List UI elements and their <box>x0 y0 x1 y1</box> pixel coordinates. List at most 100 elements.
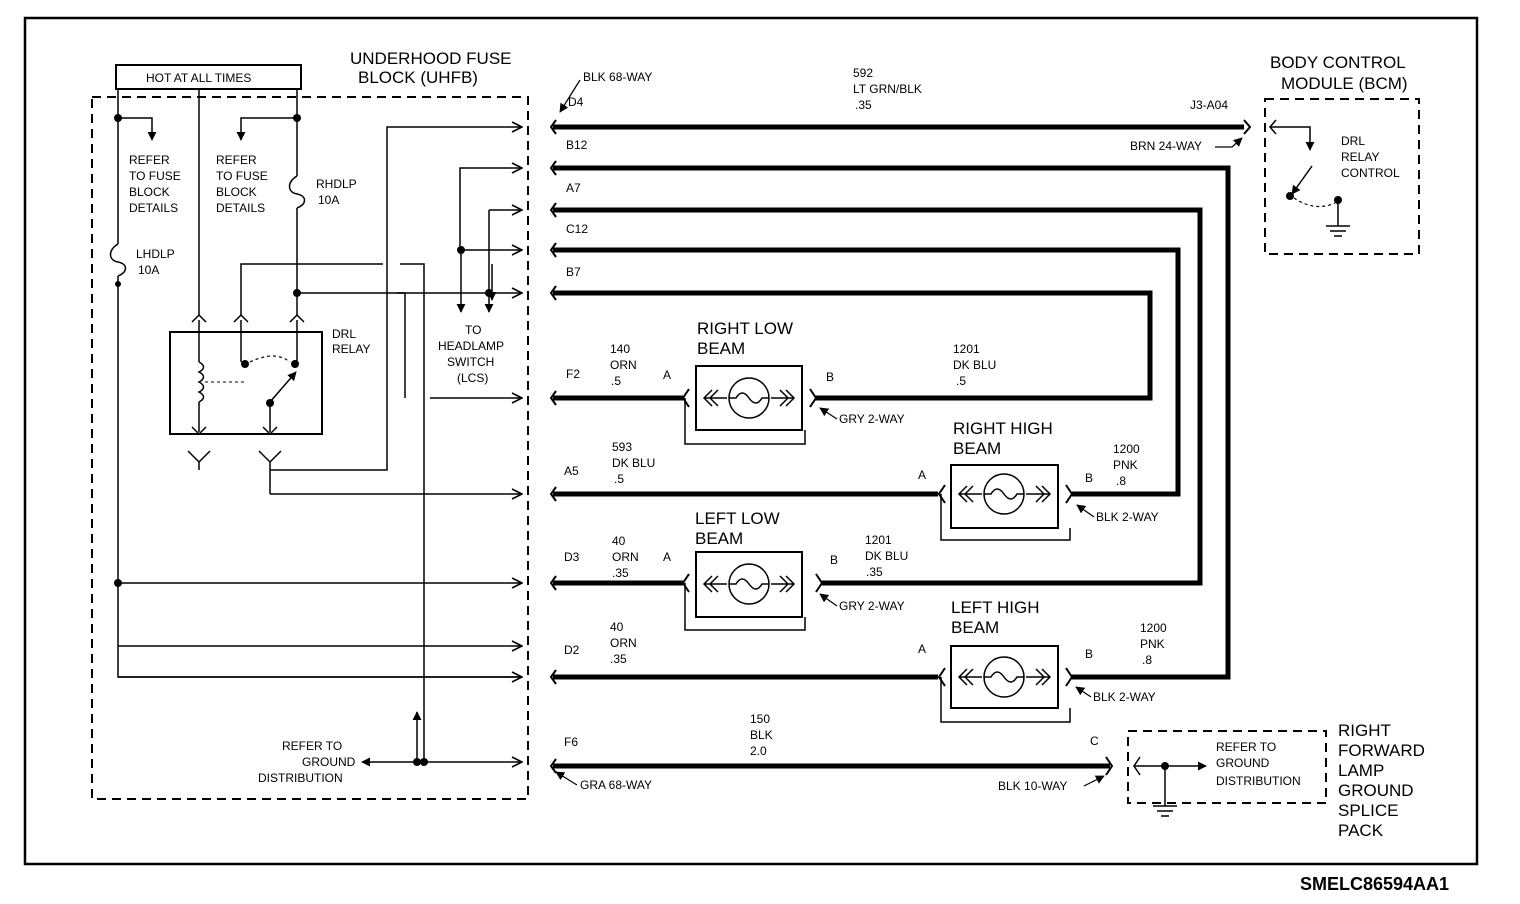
left-high-beam: LEFT HIGH BEAM A B BLK 2-WAY <box>918 598 1156 723</box>
refer2-line3: BLOCK <box>216 185 257 199</box>
right-high-pin-a: A <box>918 468 926 482</box>
right-low-beam: RIGHT LOW BEAM A B GRY 2-WAY <box>663 319 905 445</box>
right-low-title-2: BEAM <box>697 339 745 358</box>
w1201b-gauge: .35 <box>866 565 883 579</box>
left-high-pin-a: A <box>918 642 926 656</box>
refer2-line2: TO FUSE <box>216 169 268 183</box>
w1200a-color: PNK <box>1113 458 1138 472</box>
body-control-module: BODY CONTROL MODULE (BCM) J3-A04 BRN 24-… <box>1130 53 1420 255</box>
right-high-lamp-box <box>950 464 1059 529</box>
pin-c12: C12 <box>566 222 588 236</box>
w1200a-gauge: .8 <box>1116 474 1126 488</box>
w1200b-num: 1200 <box>1140 621 1167 635</box>
lhdlp-label-2: 10A <box>138 263 159 277</box>
w592-color: LT GRN/BLK <box>853 82 922 96</box>
rhdlp-fuse-icon <box>288 175 306 209</box>
hot-at-all-times-label: HOT AT ALL TIMES <box>146 71 251 85</box>
to-headlamp-line3: SWITCH <box>447 355 494 369</box>
bcm-title-2: MODULE (BCM) <box>1281 74 1408 93</box>
left-high-title-2: BEAM <box>951 618 999 637</box>
right-high-title-1: RIGHT HIGH <box>953 419 1053 438</box>
pin-a7: A7 <box>566 181 581 195</box>
rhdlp-label-1: RHDLP <box>316 177 357 191</box>
connector-c1: BLK 68-WAY GRA 68-WAY D4 B12 A7 C12 B7 F… <box>549 70 652 792</box>
w1200b-gauge: .8 <box>1142 653 1152 667</box>
refer1-line3: BLOCK <box>129 185 170 199</box>
w150-gauge: 2.0 <box>750 744 767 758</box>
right-high-title-2: BEAM <box>953 439 1001 458</box>
w1200b-color: PNK <box>1140 637 1165 651</box>
wire-b12-to-d2 <box>553 165 1231 680</box>
splice-title-6: PACK <box>1338 821 1384 840</box>
pin-f6: F6 <box>564 735 578 749</box>
right-low-pin-a: A <box>663 368 671 382</box>
pin-b7: B7 <box>566 265 581 279</box>
pin-d2: D2 <box>564 643 580 657</box>
refer-ground-line2: GROUND <box>302 755 356 769</box>
diagram-code: SMELC86594AA1 <box>1300 874 1449 894</box>
hot-at-all-times-box <box>115 64 302 90</box>
refer2-line4: DETAILS <box>216 201 265 215</box>
connector-top-label: BLK 68-WAY <box>583 70 652 84</box>
lhdlp-label-1: LHDLP <box>136 247 175 261</box>
fuse-block-title-2: BLOCK (UHFB) <box>358 68 478 87</box>
rhdlp-label-2: 10A <box>318 193 339 207</box>
w150-color: BLK <box>750 728 773 742</box>
drl-relay-control-2: RELAY <box>1341 150 1379 164</box>
ground-refer-2: GROUND <box>1216 756 1270 770</box>
right-high-connector: BLK 2-WAY <box>1096 510 1159 524</box>
pin-b12: B12 <box>566 138 588 152</box>
w592-gauge: .35 <box>855 98 872 112</box>
wire-labels: 592 LT GRN/BLK .35 140 ORN .5 1201 DK BL… <box>610 66 1167 758</box>
w140-color: ORN <box>610 358 637 372</box>
w1201b-color: DK BLU <box>865 549 908 563</box>
lhdlp-fuse-icon <box>109 243 127 277</box>
drl-relay-control-3: CONTROL <box>1341 166 1400 180</box>
pin-d4: D4 <box>568 95 584 109</box>
pin-a5: A5 <box>564 464 579 478</box>
right-low-pin-b: B <box>826 370 834 384</box>
w593-color: DK BLU <box>612 456 655 470</box>
drl-relay-box <box>169 331 323 435</box>
splice-title-4: GROUND <box>1338 781 1414 800</box>
refer1-line2: TO FUSE <box>129 169 181 183</box>
w1201a-num: 1201 <box>953 342 980 356</box>
left-low-pin-a: A <box>663 550 671 564</box>
wire-c12-to-a5 <box>553 247 1181 497</box>
wire-b7-to-f2 <box>553 290 1153 401</box>
drl-relay-label-2: RELAY <box>332 342 370 356</box>
pin-d3: D3 <box>564 550 580 564</box>
w40a-num: 40 <box>612 534 626 548</box>
left-low-beam: LEFT LOW BEAM A B GRY 2-WAY <box>663 509 905 631</box>
bcm-connector: J3-A04 <box>1190 98 1228 112</box>
w1201a-gauge: .5 <box>956 374 966 388</box>
left-high-bulb-icon <box>957 668 1052 686</box>
splice-title-1: RIGHT <box>1338 721 1391 740</box>
w1201a-color: DK BLU <box>953 358 996 372</box>
ground-connector: BLK 10-WAY <box>998 779 1067 793</box>
refer1-line4: DETAILS <box>129 201 178 215</box>
splice-title-3: LAMP <box>1338 761 1384 780</box>
fuse-block-outline <box>91 96 529 800</box>
w140-gauge: .5 <box>611 374 621 388</box>
ground-refer-1: REFER TO <box>1216 740 1276 754</box>
w40b-color: ORN <box>610 636 637 650</box>
ground-refer-3: DISTRIBUTION <box>1216 774 1301 788</box>
splice-title-5: SPLICE <box>1338 801 1398 820</box>
right-high-bulb-icon <box>957 485 1052 503</box>
w593-gauge: .5 <box>614 472 624 486</box>
harness-wires <box>553 124 1244 769</box>
right-high-beam: RIGHT HIGH BEAM A B BLK 2-WAY <box>918 419 1159 541</box>
refer-ground-line1: REFER TO <box>282 739 342 753</box>
left-high-connector: BLK 2-WAY <box>1093 690 1156 704</box>
left-low-connector: GRY 2-WAY <box>839 599 905 613</box>
left-low-title-2: BEAM <box>695 529 743 548</box>
w40b-gauge: .35 <box>610 652 627 666</box>
bcm-title-1: BODY CONTROL <box>1270 53 1406 72</box>
left-high-pin-b: B <box>1085 647 1093 661</box>
left-high-title-1: LEFT HIGH <box>951 598 1039 617</box>
w40b-num: 40 <box>610 620 624 634</box>
left-low-title-1: LEFT LOW <box>695 509 780 528</box>
ground-splice-outline <box>1127 730 1327 804</box>
